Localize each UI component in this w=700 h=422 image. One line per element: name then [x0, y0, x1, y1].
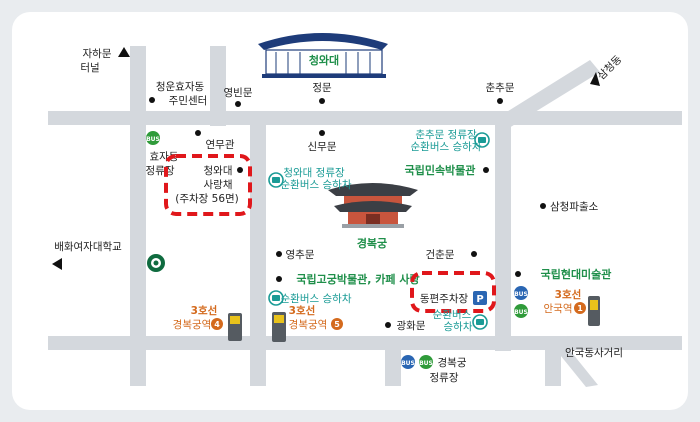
chunchu-bus-label-1: 춘추문 정류장	[415, 129, 477, 141]
sinmumun-label: 신무문	[308, 141, 337, 153]
arrow-upright-icon	[590, 72, 600, 86]
sinmumun-dot	[319, 130, 325, 136]
geonchunmun-dot	[471, 251, 477, 257]
gwanghwamun-label: 광화문	[397, 320, 426, 332]
bus-stop-icon: BUS	[514, 286, 528, 300]
folk-museum-dot	[483, 167, 489, 173]
exit-5-badge: 5	[331, 318, 343, 330]
gyeongbokgung-label: 경복궁	[357, 236, 387, 250]
mmca-label: 국립현대미술관	[541, 267, 612, 281]
exit-1-badge: 1	[574, 302, 586, 314]
arrow-left-icon	[52, 258, 62, 270]
svg-text:1: 1	[577, 304, 583, 313]
cheongwadae-label: 청와대	[309, 53, 339, 67]
cheongun-center-label: 주민센터	[169, 95, 208, 107]
chunchu-bus-label-2: 순환버스 승하차	[411, 140, 482, 153]
sarangchae-parking-label: (주차장 56면)	[175, 193, 239, 205]
cheongwadae-building: 청와대	[258, 33, 388, 78]
police-dot	[540, 203, 546, 209]
bus-stop-icon: BUS	[514, 304, 528, 318]
svg-text:P: P	[476, 294, 483, 305]
gb-exit4-line-label: 3호선	[191, 304, 218, 317]
svg-text:BUS: BUS	[401, 360, 415, 367]
bus-stop-icon	[474, 132, 490, 148]
yeongbinmun-label: 영빈문	[224, 87, 253, 99]
loop-bus-label: 순환버스 승하차	[281, 292, 352, 305]
east-parking-highlight	[410, 271, 496, 313]
svg-text:BUS: BUS	[419, 360, 433, 367]
bus-stop-icon	[268, 172, 284, 188]
jahamun-tunnel-label: 터널	[80, 62, 99, 74]
bus-stop-icon: BUS	[419, 355, 433, 369]
jahamun-label: 자하문	[83, 47, 112, 60]
yeonmugwan-dot	[195, 130, 201, 136]
palace-museum-label: 국립고궁박물관, 카페 사랑	[296, 272, 419, 286]
jeongmun-dot	[319, 98, 325, 104]
yeongchumun-label: 영추문	[286, 249, 315, 261]
yeongbinmun-dot	[235, 101, 241, 107]
svg-text:4: 4	[214, 320, 220, 329]
gb-exit4-station-label: 경복궁역	[173, 318, 212, 331]
cwd-bus-label-2: 순환버스 승하차	[281, 178, 352, 191]
bus-stop-icon: BUS	[401, 355, 415, 369]
road-network	[48, 46, 682, 387]
sarangchae-label-1: 청와대	[204, 165, 233, 177]
starbucks-logo-icon	[147, 254, 165, 272]
bus-stop-icon	[472, 314, 488, 330]
chunchumun-dot	[497, 98, 503, 104]
east-bus-label-2: 승하차	[444, 320, 473, 333]
cheongun-dot	[149, 97, 155, 103]
subway-exit-icon	[588, 296, 600, 326]
gwanghwamun-dot	[385, 322, 391, 328]
subway-exit-icon	[228, 313, 242, 341]
east-parking-label: 동편주차장	[420, 292, 469, 305]
jeongmun-label: 정문	[312, 82, 332, 94]
svg-text:BUS: BUS	[514, 291, 528, 298]
svg-text:BUS: BUS	[514, 309, 528, 316]
mmca-dot	[515, 271, 521, 277]
folk-museum-label: 국립민속박물관	[405, 163, 476, 177]
hyoja-label: 효자동	[150, 151, 179, 163]
yeongchumun-dot	[276, 251, 282, 257]
yeonmugwan-label: 연무관	[206, 139, 235, 151]
bus-stop-icon: BUS	[146, 131, 160, 145]
east-bus-label-1: 순환버스	[433, 309, 472, 321]
gb-stop-label-1: 경복궁	[438, 356, 467, 369]
svg-text:BUS: BUS	[146, 136, 160, 143]
cwd-bus-label-1: 청와대 정류장	[283, 167, 345, 179]
anguk-line-label: 3호선	[555, 288, 582, 301]
sarangchae-label-2: 사랑채	[204, 179, 233, 191]
gyeongbokgung-palace: 경복궁	[328, 183, 418, 250]
bus-stop-icon	[268, 290, 284, 306]
chunchumun-label: 춘추문	[486, 82, 515, 94]
baehwa-label: 배화여자대학교	[54, 241, 122, 253]
anguk-station-label: 안국역	[544, 303, 573, 315]
exit-4-badge: 4	[211, 318, 223, 330]
cheongun-label: 청운효자동	[156, 81, 205, 93]
anguk-intersection-label: 안국동사거리	[565, 347, 623, 359]
sarangchae-dot	[237, 167, 243, 173]
svg-text:5: 5	[334, 320, 340, 329]
subway-exit-icon	[272, 312, 286, 342]
gb-stop-label-2: 정류장	[430, 372, 459, 384]
gb-exit5-line-label: 3호선	[289, 304, 316, 317]
samcheong-police-label: 삼청파출소	[550, 201, 599, 213]
palace-museum-dot	[276, 276, 282, 282]
hyoja-stop-label: 정류장	[146, 165, 175, 177]
arrow-up-icon	[118, 47, 130, 57]
geonchunmun-label: 건춘문	[426, 249, 455, 261]
sarangchae-parking-highlight	[164, 154, 252, 216]
gb-exit5-station-label: 경복궁역	[289, 318, 328, 331]
parking-icon: P	[473, 291, 487, 305]
